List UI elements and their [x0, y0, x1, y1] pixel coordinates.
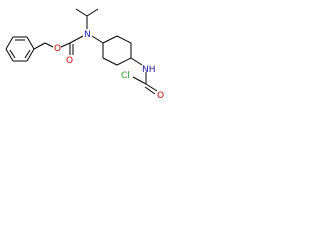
atom-n-carbamate: N [84, 30, 91, 40]
bond [102, 57, 118, 66]
bond [145, 83, 158, 92]
bond [91, 35, 104, 44]
atom-nh-amide: NH [142, 65, 156, 75]
bond [5, 36, 14, 50]
double-bond-inner [144, 86, 156, 95]
bond [44, 42, 54, 48]
atom-o-ether: O [54, 44, 61, 54]
molecule-structure-diagram: O O N NH Cl O [5, 8, 164, 101]
bond [130, 57, 143, 66]
atom-cl: Cl [121, 71, 130, 81]
bond [75, 8, 88, 17]
bond [26, 48, 35, 62]
bond [33, 42, 46, 50]
bond [102, 35, 118, 44]
double-bond-inner [9, 49, 16, 59]
bond [132, 76, 147, 85]
atom-o-carbonyl-left: O [66, 56, 73, 66]
benzene-ring [5, 36, 35, 62]
bond [116, 57, 132, 66]
bond [86, 8, 99, 17]
bond [60, 42, 71, 48]
bond [26, 36, 35, 50]
cyclohexane-ring [102, 35, 132, 66]
double-bond-inner [24, 49, 31, 59]
bond [116, 35, 132, 44]
bond [69, 35, 84, 44]
bond [5, 48, 14, 62]
atom-o-carbonyl-right: O [157, 91, 164, 101]
